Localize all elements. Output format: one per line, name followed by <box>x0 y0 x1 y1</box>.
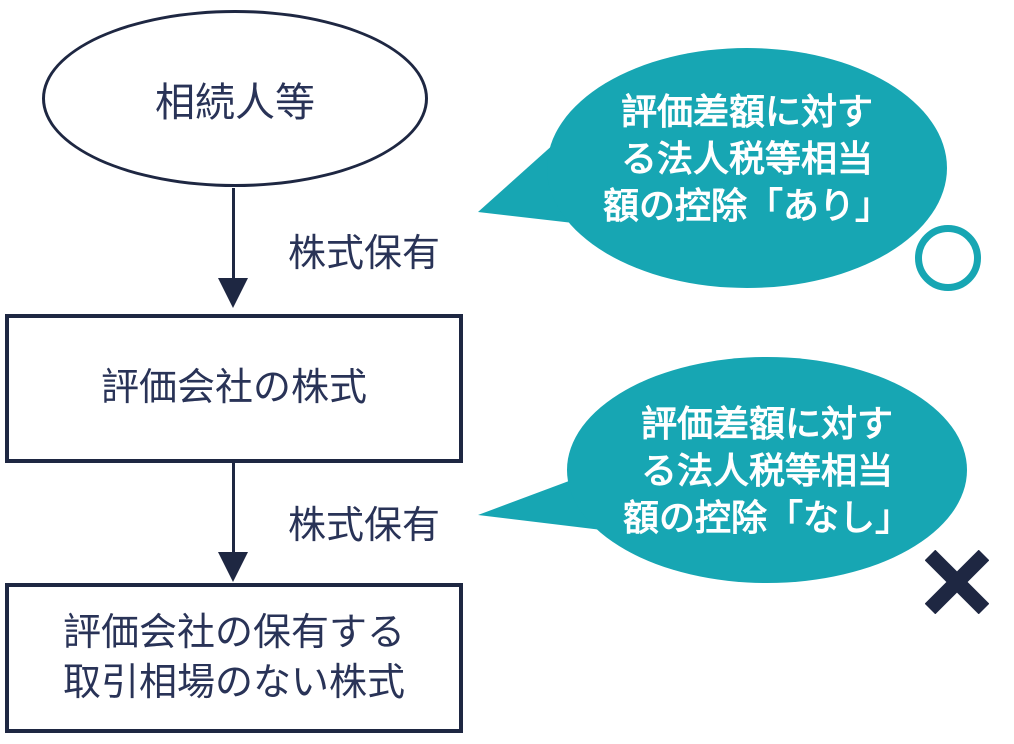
speech-bubble-2-line-2: る法人税等相当 <box>640 450 893 491</box>
speech-bubble-1-line-1: 評価差額に対す <box>620 91 873 132</box>
circle-mark-icon <box>915 225 981 291</box>
speech-bubble-1-line-2: る法人税等相当 <box>620 138 873 179</box>
speech-bubble-2-line-3: 額の控除「なし」 <box>622 497 911 538</box>
company-stock-node-label: 評価会社の株式 <box>100 367 367 410</box>
speech-bubble-1-body <box>547 48 947 288</box>
speech-bubble-2-body <box>567 357 967 583</box>
speech-bubble-1-line-3: 額の控除「あり」 <box>602 185 891 226</box>
speech-bubble-2-line-1: 評価差額に対す <box>640 403 893 444</box>
company-stock-node: 評価会社の株式 <box>5 314 463 463</box>
unlisted-stock-node-line-1: 評価会社の保有する <box>62 611 405 654</box>
heirs-node-label: 相続人等 <box>155 80 315 125</box>
stock-holding-arrow-2-head-icon <box>218 552 248 582</box>
stock-holding-arrow-1-line <box>232 188 235 279</box>
stock-holding-arrow-2-line <box>232 463 235 553</box>
speech-bubble-deduction-allowed <box>478 48 947 288</box>
speech-bubble-deduction-denied <box>478 357 967 583</box>
heirs-node: 相続人等 <box>42 10 428 187</box>
stock-holding-label-2: 株式保有 <box>288 505 441 547</box>
stock-holding-label-1: 株式保有 <box>288 233 441 275</box>
cross-mark-icon <box>925 550 989 614</box>
speech-bubble-1-text: 評価差額に対す る法人税等相当 額の控除「あり」 <box>563 88 931 229</box>
speech-bubble-2-text: 評価差額に対す る法人税等相当 額の控除「なし」 <box>583 400 951 541</box>
unlisted-stock-node: 評価会社の保有する 取引相場のない株式 <box>5 583 463 733</box>
stock-holding-arrow-1-head-icon <box>218 278 248 308</box>
unlisted-stock-node-line-2: 取引相場のない株式 <box>62 662 405 704</box>
